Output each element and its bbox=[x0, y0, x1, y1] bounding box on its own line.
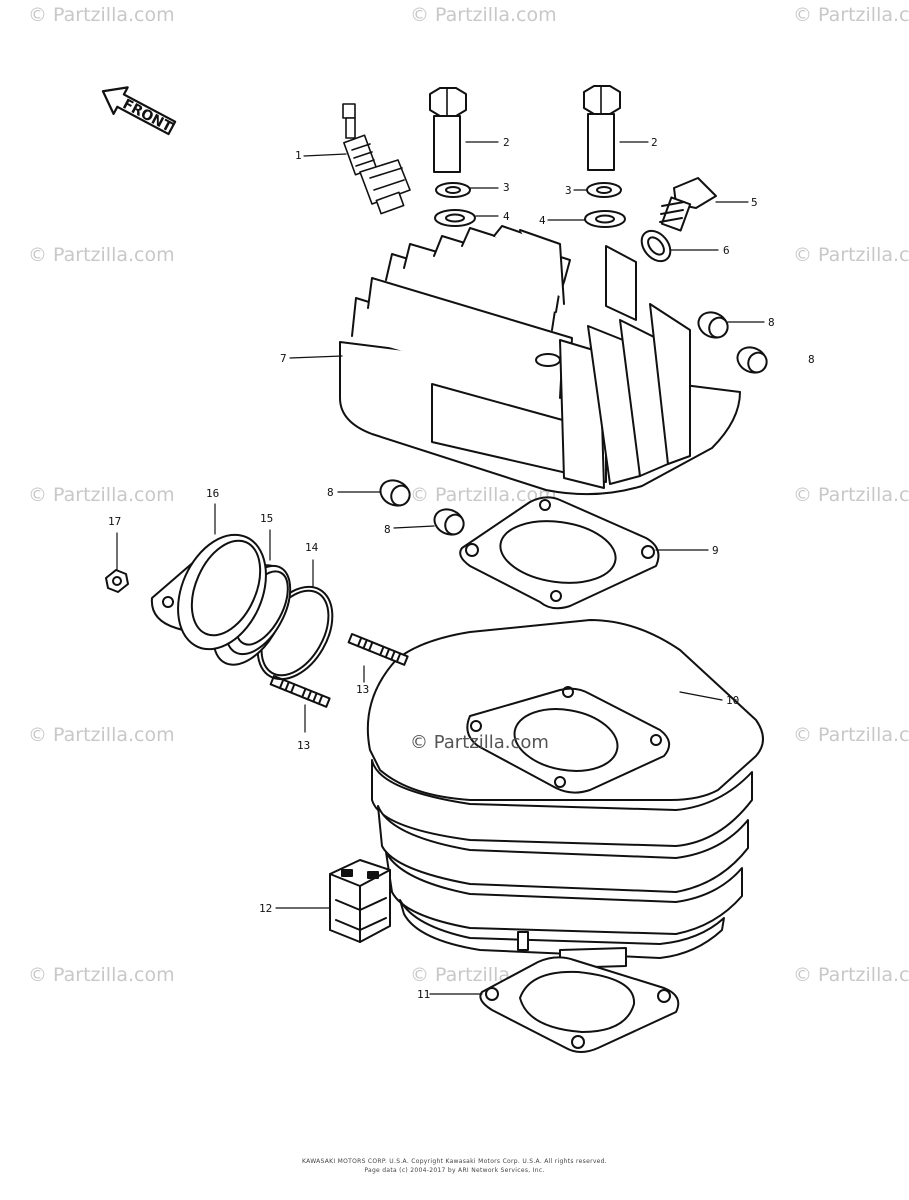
callout-7: 7 bbox=[280, 352, 287, 365]
cylinder-head-part bbox=[339, 225, 741, 496]
base-gasket-part bbox=[479, 956, 680, 1053]
callout-11: 11 bbox=[417, 988, 431, 1001]
gasket-washer-part bbox=[640, 229, 672, 263]
nut-part bbox=[105, 569, 129, 593]
spark-plug-part bbox=[342, 103, 411, 215]
callout-8-b: 8 bbox=[808, 353, 815, 366]
callout-8-d: 8 bbox=[384, 523, 391, 536]
callout-15: 15 bbox=[260, 512, 274, 525]
callout-17: 17 bbox=[108, 515, 122, 528]
callout-4-right: 4 bbox=[503, 210, 510, 223]
watermark-10: © Partzilla.com bbox=[793, 724, 909, 746]
callout-2-right: 2 bbox=[651, 136, 658, 149]
watermark-11: © Partzilla.com bbox=[28, 964, 175, 986]
watermark-5: © Partzilla.com bbox=[793, 244, 909, 266]
watermark-9: © Partzilla.com bbox=[28, 724, 175, 746]
callout-3-left: 3 bbox=[565, 184, 572, 197]
callout-8-a: 8 bbox=[768, 316, 775, 329]
callout-16: 16 bbox=[206, 487, 220, 500]
callout-3-right: 3 bbox=[503, 181, 510, 194]
leader-lines bbox=[116, 141, 765, 995]
callout-5: 5 bbox=[751, 196, 758, 209]
clamp-block-part bbox=[329, 859, 391, 943]
footer-copyright: KAWASAKI MOTORS CORP. U.S.A. Copyright K… bbox=[302, 1158, 607, 1165]
watermark-1: © Partzilla.com bbox=[28, 4, 175, 26]
callout-14: 14 bbox=[305, 541, 319, 554]
callout-10: 10 bbox=[726, 694, 740, 707]
callout-13-b: 13 bbox=[297, 739, 311, 752]
bolt-part-right bbox=[583, 85, 621, 171]
stud-part bbox=[269, 633, 409, 708]
collar-part bbox=[379, 311, 768, 536]
watermark-6: © Partzilla.com bbox=[28, 484, 175, 506]
watermark-8: © Partzilla.com bbox=[793, 484, 909, 506]
holder-part bbox=[150, 533, 267, 651]
callout-2-left: 2 bbox=[503, 136, 510, 149]
bolt-part-left bbox=[429, 87, 467, 173]
callout-6: 6 bbox=[723, 244, 730, 257]
callout-4-left: 4 bbox=[539, 214, 546, 227]
watermark-13: © Partzilla.com bbox=[793, 964, 909, 986]
callout-8-c: 8 bbox=[327, 486, 334, 499]
watermark-3: © Partzilla.com bbox=[793, 4, 909, 26]
washer-part bbox=[434, 182, 626, 228]
drain-bolt-part bbox=[659, 177, 717, 232]
callout-9: 9 bbox=[712, 544, 719, 557]
center-watermark: © Partzilla.com bbox=[410, 732, 549, 753]
head-gasket-part bbox=[459, 496, 660, 610]
footer-data-credit: Page data (c) 2004-2017 by ARI Network S… bbox=[364, 1167, 545, 1174]
callout-13-a: 13 bbox=[356, 683, 370, 696]
watermark-4: © Partzilla.com bbox=[28, 244, 175, 266]
watermark-2: © Partzilla.com bbox=[410, 4, 557, 26]
cylinder-part bbox=[366, 619, 764, 969]
callout-12: 12 bbox=[259, 902, 273, 915]
callout-1: 1 bbox=[295, 149, 302, 162]
watermark-7: © Partzilla.com bbox=[410, 484, 557, 506]
front-arrow-icon: FRONT bbox=[101, 86, 177, 136]
